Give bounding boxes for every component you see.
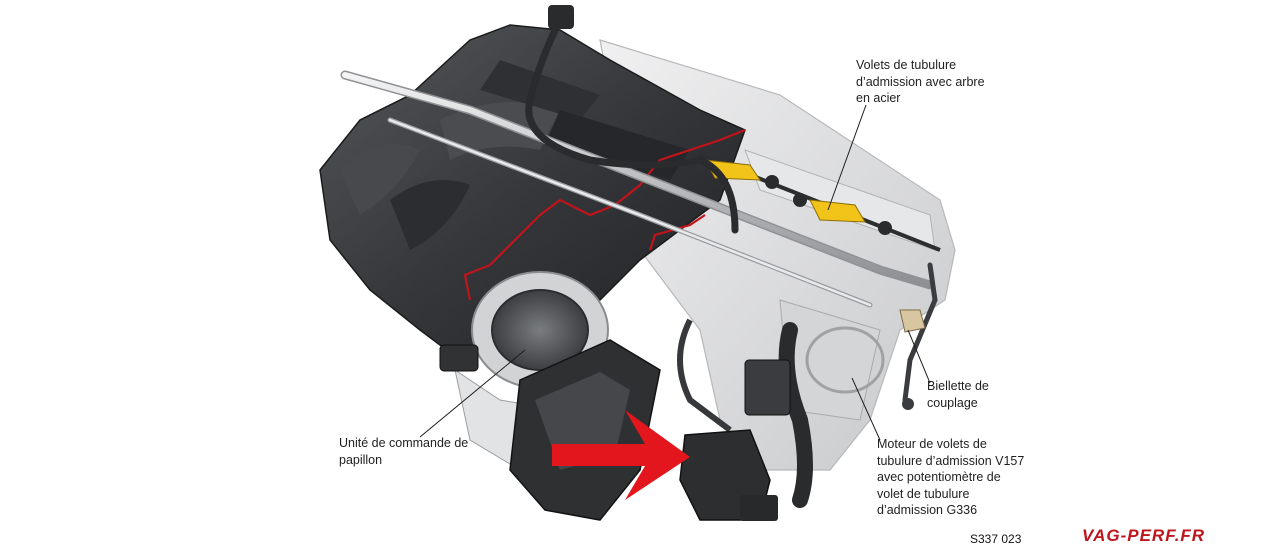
label-line: Volets de tubulure [856,58,957,72]
label-intake-flaps: Volets de tubulure d’admission avec arbr… [856,57,985,107]
label-line: en acier [856,91,901,105]
leader-lines [419,104,931,441]
label-line: couplage [927,395,978,410]
label-line: Moteur de volets de [877,437,987,451]
label-line: papillon [339,452,383,467]
watermark-logo: VAG-PERF.FR [1082,526,1206,545]
fuel-rail [340,70,935,308]
label-line: d’admission G336 [877,503,978,517]
label-flap-motor: Moteur de volets de tubulure d’admission… [877,436,1024,519]
label-line: avec potentiomètre de [877,470,1001,484]
label-line: Unité de commande de [339,436,469,450]
highlight-arrow [552,410,690,500]
leader-moteur [851,377,881,441]
label-line: d’admission avec arbre [856,74,985,89]
coupling-linkage-rod [899,262,938,410]
vacuum-hoses [525,5,813,508]
label-coupling-rod: Biellette de couplage [927,378,989,411]
label-throttle-unit: Unité de commande de papillon [339,435,468,468]
figure-reference: S337 023 [970,532,1022,546]
leader-unite [419,349,526,438]
label-line: volet de tubulure [877,486,970,501]
leader-volets [827,104,867,211]
label-line: Biellette de [927,379,989,393]
label-line: tubulure d’admission V157 [877,453,1025,468]
leader-biellette [907,329,931,384]
flap-motor-v157 [679,359,791,521]
